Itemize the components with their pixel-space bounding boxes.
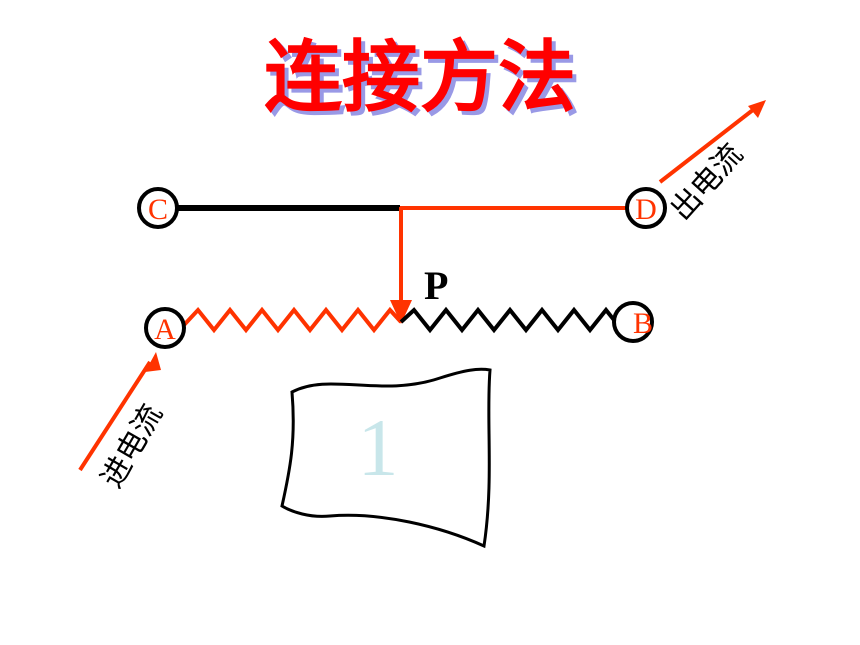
terminal-d: D [625,187,667,229]
current-in-arrowhead [145,352,161,372]
terminal-a-label: A [154,313,176,346]
title-shadow: 连接方法 [268,37,580,127]
terminal-b-label: B [633,307,653,340]
current-out-arrow [658,104,760,184]
terminal-c-label: C [148,193,168,226]
title: 连接方法 [264,33,576,123]
terminal-b: B [612,301,654,343]
current-in-arrow [78,360,152,472]
resistor-inactive-coil [399,306,616,334]
resistor-active-coil [182,306,403,334]
current-out-label: 出电流 [664,137,750,227]
terminal-a: A [144,307,186,349]
slider-label: P [424,263,448,308]
box-number: 1 [358,402,399,493]
terminal-d-label: D [635,193,657,226]
title-group: 连接方法 连接方法 [264,33,580,127]
number-box [280,367,492,549]
current-out-arrowhead [748,100,766,118]
slider-arrowhead [390,300,412,324]
current-in-label: 进电流 [95,399,170,494]
terminal-c: C [137,187,179,229]
